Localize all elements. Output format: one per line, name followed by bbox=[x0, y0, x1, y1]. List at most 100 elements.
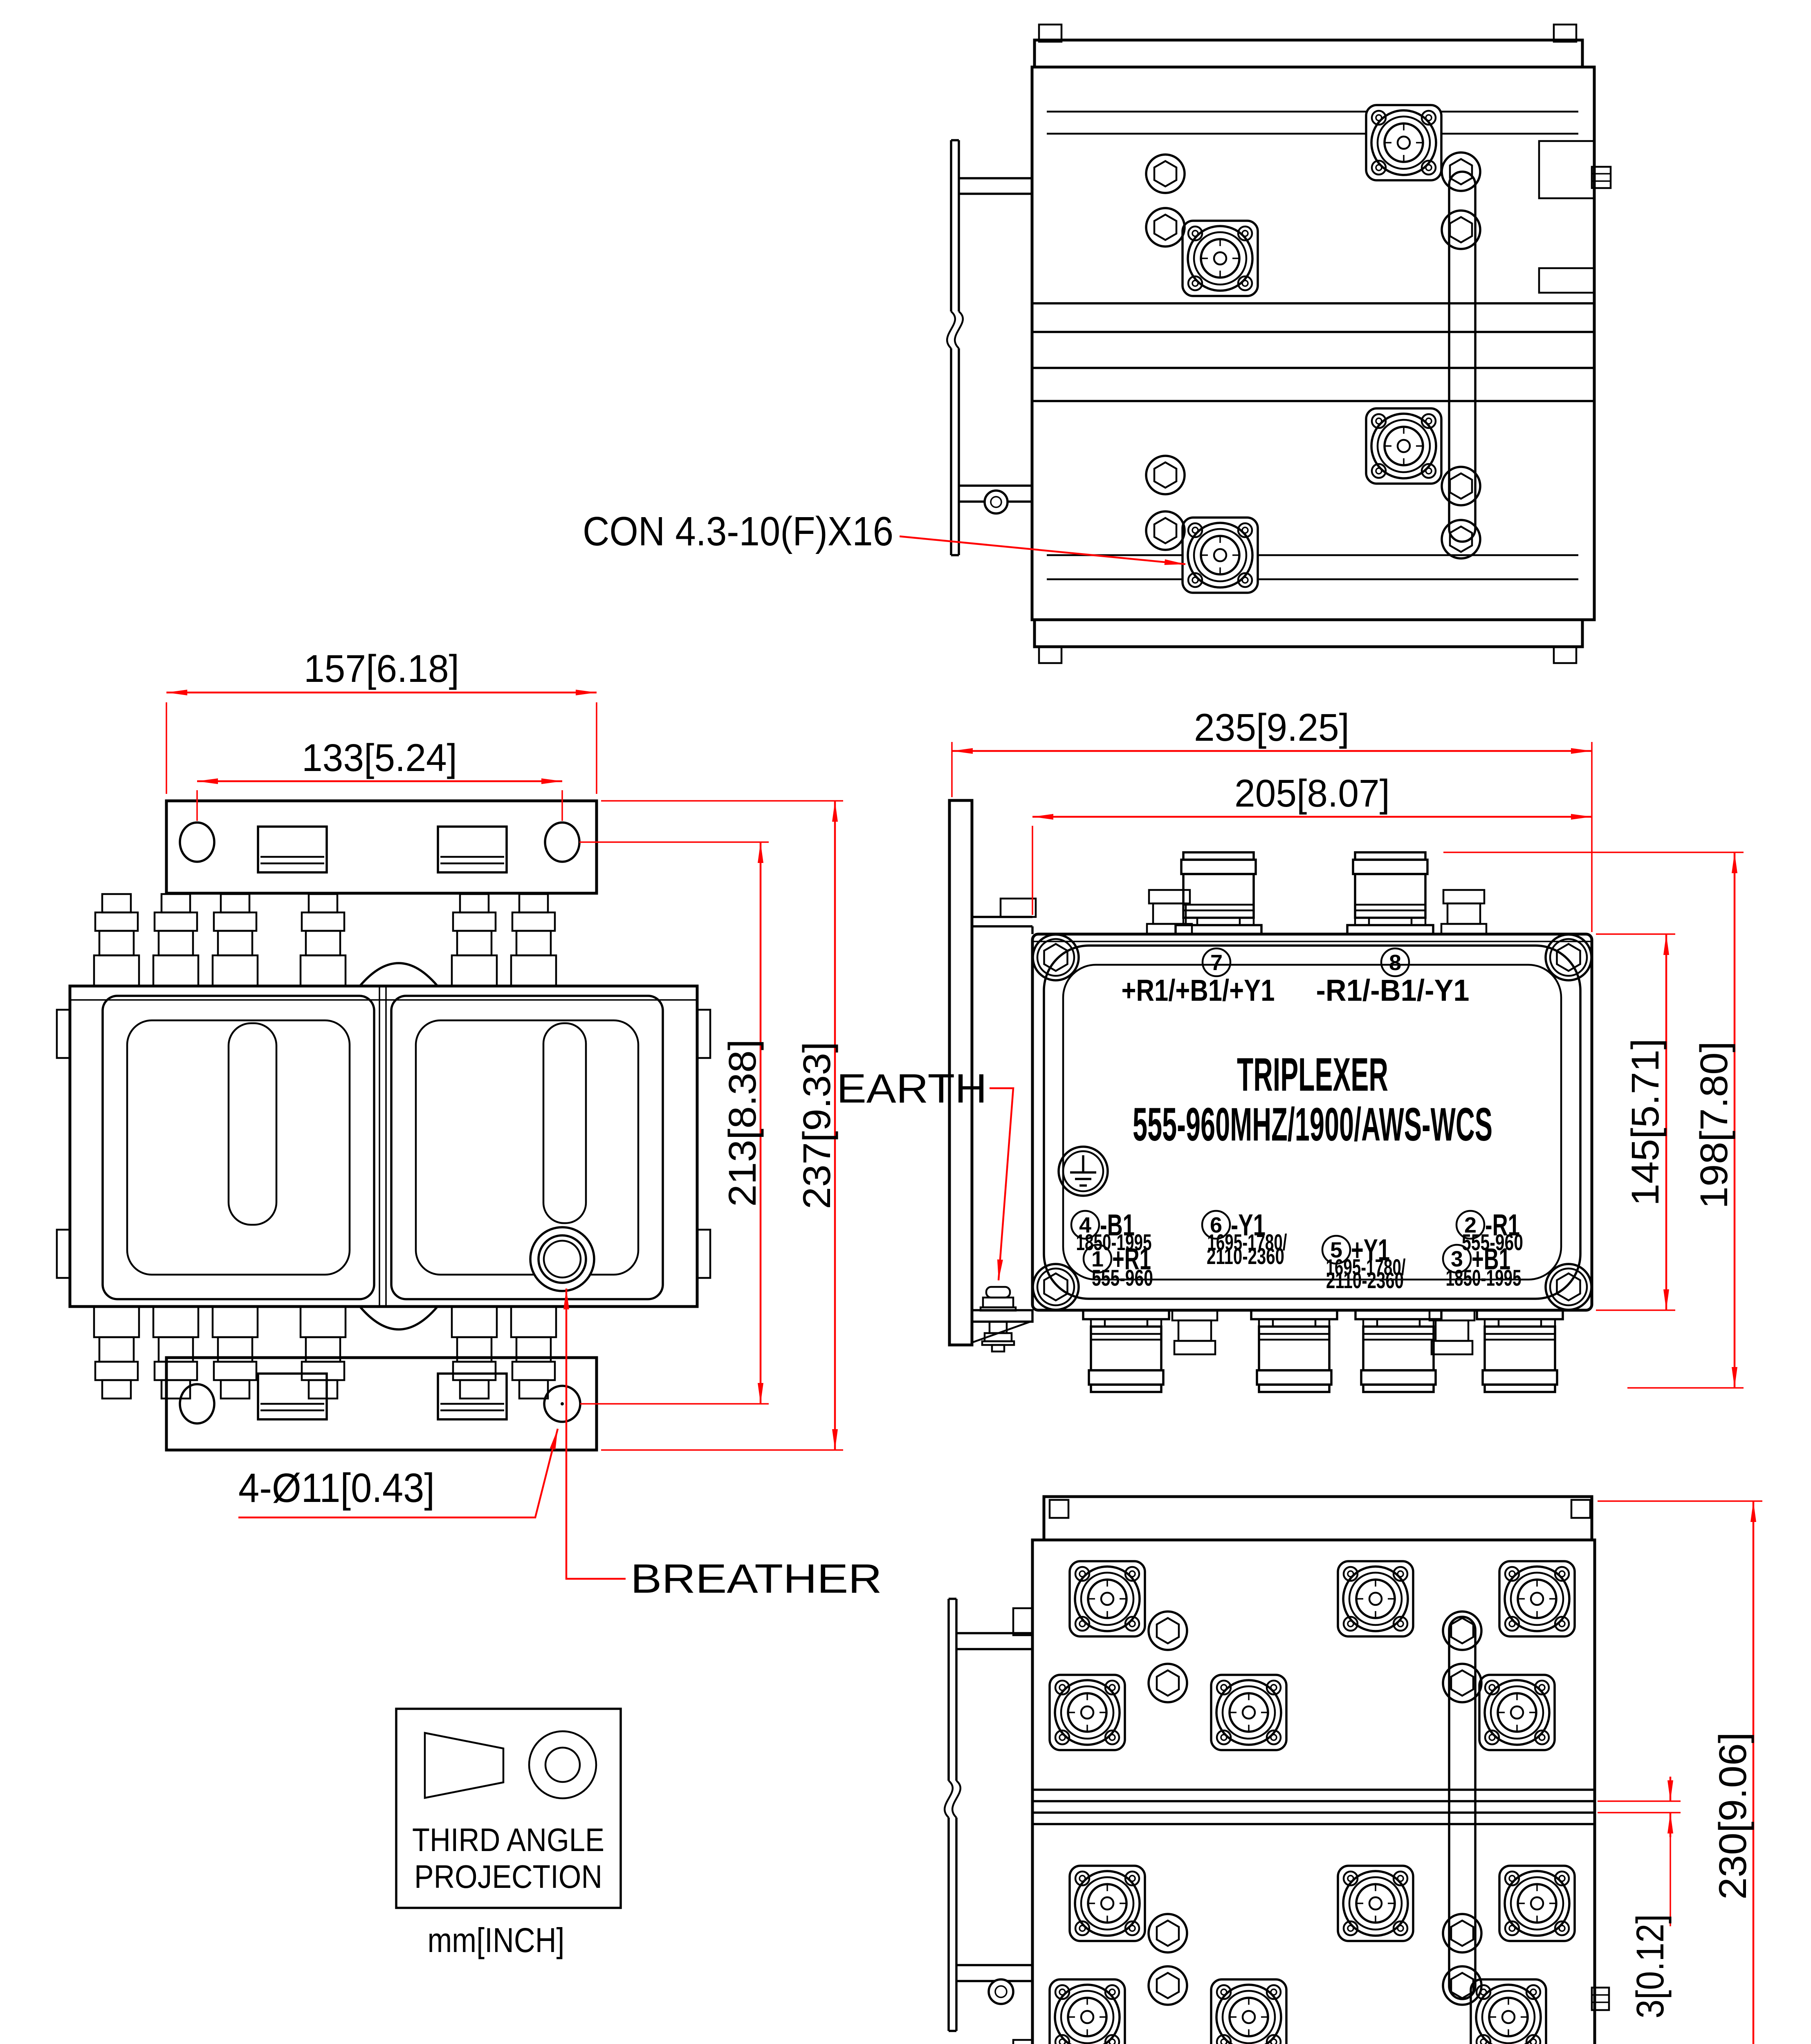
projection-text-line1: THIRD ANGLE bbox=[412, 1822, 604, 1858]
projection-cone-icon bbox=[424, 1732, 505, 1799]
top-view: CON 4.3-10(F)X16 bbox=[583, 23, 1612, 664]
link-bar bbox=[1448, 1616, 1477, 2000]
small-port-connector bbox=[1172, 1310, 1217, 1354]
breather-callout-label: BREATHER bbox=[631, 1556, 882, 1602]
port-bands: -R1/-B1/-Y1 bbox=[1316, 973, 1470, 1007]
hex-bolt-icon bbox=[1149, 1664, 1187, 1702]
port-number: 1 bbox=[1091, 1247, 1104, 1271]
link-bar bbox=[1448, 170, 1477, 543]
connector-stub bbox=[452, 894, 497, 986]
dim-front-height: 198[7.80] bbox=[1692, 1041, 1736, 1209]
port-freq: 555-960 bbox=[1462, 1229, 1523, 1255]
port5-label: 5 +Y1 1695-1780/ 2110-2360 bbox=[1321, 1233, 1406, 1293]
port8-label: 8 -R1/-B1/-Y1 bbox=[1316, 947, 1470, 1007]
port-name: -R1 bbox=[1485, 1208, 1520, 1242]
small-port-connector bbox=[1441, 890, 1486, 934]
projection-text-line2: PROJECTION bbox=[414, 1858, 602, 1895]
panel-subtitle: 555-960MHZ/1900/AWS-WCS bbox=[1133, 1098, 1492, 1151]
rf-connector-icon bbox=[1050, 1675, 1125, 1750]
rf-connector-icon bbox=[1050, 1979, 1125, 2044]
port-number: 4 bbox=[1079, 1213, 1091, 1237]
dim-bottom-height: 230[9.06] bbox=[1711, 1732, 1755, 1900]
connector-stub bbox=[452, 1307, 497, 1399]
port7-connector bbox=[1176, 852, 1261, 934]
rf-connector-icon bbox=[1183, 518, 1258, 593]
corner-bolt-icon bbox=[1033, 1264, 1079, 1310]
port7-label: 7 +R1/+B1/+Y1 bbox=[1122, 947, 1275, 1007]
connector-stub bbox=[511, 1307, 556, 1399]
top-cap-tab bbox=[1038, 23, 1063, 43]
bracket-hole bbox=[179, 1383, 215, 1425]
port-name: +Y1 bbox=[1351, 1233, 1390, 1267]
projection-circle-icon bbox=[544, 1746, 581, 1783]
body-panel bbox=[101, 995, 375, 1300]
connector-stub bbox=[94, 1307, 139, 1399]
bottom-bracket-plate bbox=[165, 1356, 598, 1452]
port-freq: 2110-2360 bbox=[1207, 1243, 1284, 1269]
dim-hole-spacing: 133[5.24] bbox=[302, 736, 457, 780]
rf-connector-icon bbox=[1499, 1561, 1575, 1636]
rf-connector-icon bbox=[1499, 1866, 1575, 1941]
port1-label: 1 +R1 555-960 bbox=[1082, 1242, 1153, 1291]
bottom-cap-tab bbox=[1553, 645, 1578, 664]
breather-leader-line bbox=[563, 1289, 626, 1580]
connector-leader-line bbox=[899, 535, 1186, 565]
bottom-port-connector bbox=[1083, 1310, 1169, 1392]
port-number: 8 bbox=[1389, 950, 1401, 975]
projection-box: THIRD ANGLE PROJECTION mm[INCH] bbox=[395, 1708, 622, 1959]
rf-connector-icon bbox=[1338, 1561, 1413, 1636]
dim-front-width: 235[9.25] bbox=[1194, 706, 1349, 749]
dim-overall-height: 237[9.33] bbox=[795, 1042, 839, 1209]
earth-stud bbox=[979, 1286, 1017, 1353]
hex-bolt-icon bbox=[1146, 208, 1185, 247]
connector-stub bbox=[213, 894, 258, 986]
bracket-hole bbox=[544, 821, 581, 863]
hex-bolt-icon bbox=[1146, 511, 1185, 550]
rf-connector-icon bbox=[1366, 105, 1441, 180]
panel-title: TRIPLEXER bbox=[1237, 1049, 1388, 1101]
small-port-connector bbox=[1430, 1310, 1474, 1354]
breather-port bbox=[529, 1226, 595, 1292]
bottom-view-top-cap bbox=[1042, 1495, 1593, 1542]
port-name: +R1 bbox=[1112, 1242, 1151, 1276]
bottom-port-connector bbox=[1477, 1310, 1563, 1392]
hex-bolt-icon bbox=[1149, 1611, 1187, 1650]
top-bracket-plate bbox=[165, 799, 598, 895]
port-number: 3 bbox=[1451, 1247, 1463, 1271]
bottom-port-connector bbox=[1251, 1310, 1337, 1392]
port-number: 7 bbox=[1210, 950, 1223, 975]
corner-bolt-icon bbox=[1546, 1264, 1591, 1310]
connector-stub bbox=[511, 894, 556, 986]
front-face bbox=[1043, 944, 1582, 1300]
port-freq: 555-960 bbox=[1092, 1265, 1153, 1291]
port-freq: 1695-1780/ bbox=[1326, 1254, 1406, 1280]
rf-connector-icon bbox=[1070, 1561, 1145, 1636]
panel-groove bbox=[227, 1022, 278, 1226]
rf-connector-icon bbox=[1479, 1675, 1555, 1750]
port-name: -Y1 bbox=[1231, 1208, 1266, 1242]
bottom-view-body bbox=[1031, 1538, 1596, 2044]
rf-connector-icon bbox=[1338, 1866, 1413, 1941]
port-bands: +R1/+B1/+Y1 bbox=[1122, 973, 1275, 1007]
holes-leader-line bbox=[238, 1428, 559, 1519]
connector-stub bbox=[94, 894, 139, 986]
hex-bolt-icon bbox=[1146, 155, 1185, 193]
bracket-hole bbox=[179, 821, 215, 863]
connector-callout-label: CON 4.3-10(F)X16 bbox=[583, 509, 893, 554]
hex-bolt-icon bbox=[1149, 1966, 1187, 2005]
port-number: 5 bbox=[1330, 1238, 1342, 1262]
rf-connector-icon bbox=[1070, 1866, 1145, 1941]
port-freq: 1850-1995 bbox=[1076, 1229, 1152, 1255]
connector-stub bbox=[301, 1307, 346, 1399]
body-panel bbox=[390, 995, 664, 1300]
units-note: mm[INCH] bbox=[428, 1921, 565, 1959]
front-view: TRIPLEXER 555-960MHZ/1900/AWS-WCS 7 +R1/… bbox=[837, 706, 1744, 1392]
bottom-cap-tab bbox=[1038, 645, 1063, 664]
dim-case-width: 205[8.07] bbox=[1234, 772, 1390, 815]
top-cap bbox=[1033, 38, 1584, 69]
port6-label: 6 -Y1 1695-1780/ 2110-2360 bbox=[1201, 1208, 1287, 1269]
port-name: +B1 bbox=[1472, 1242, 1510, 1276]
holes-callout-label: 4-Ø11[0.43] bbox=[238, 1465, 435, 1511]
rf-connector-icon bbox=[1366, 408, 1441, 484]
